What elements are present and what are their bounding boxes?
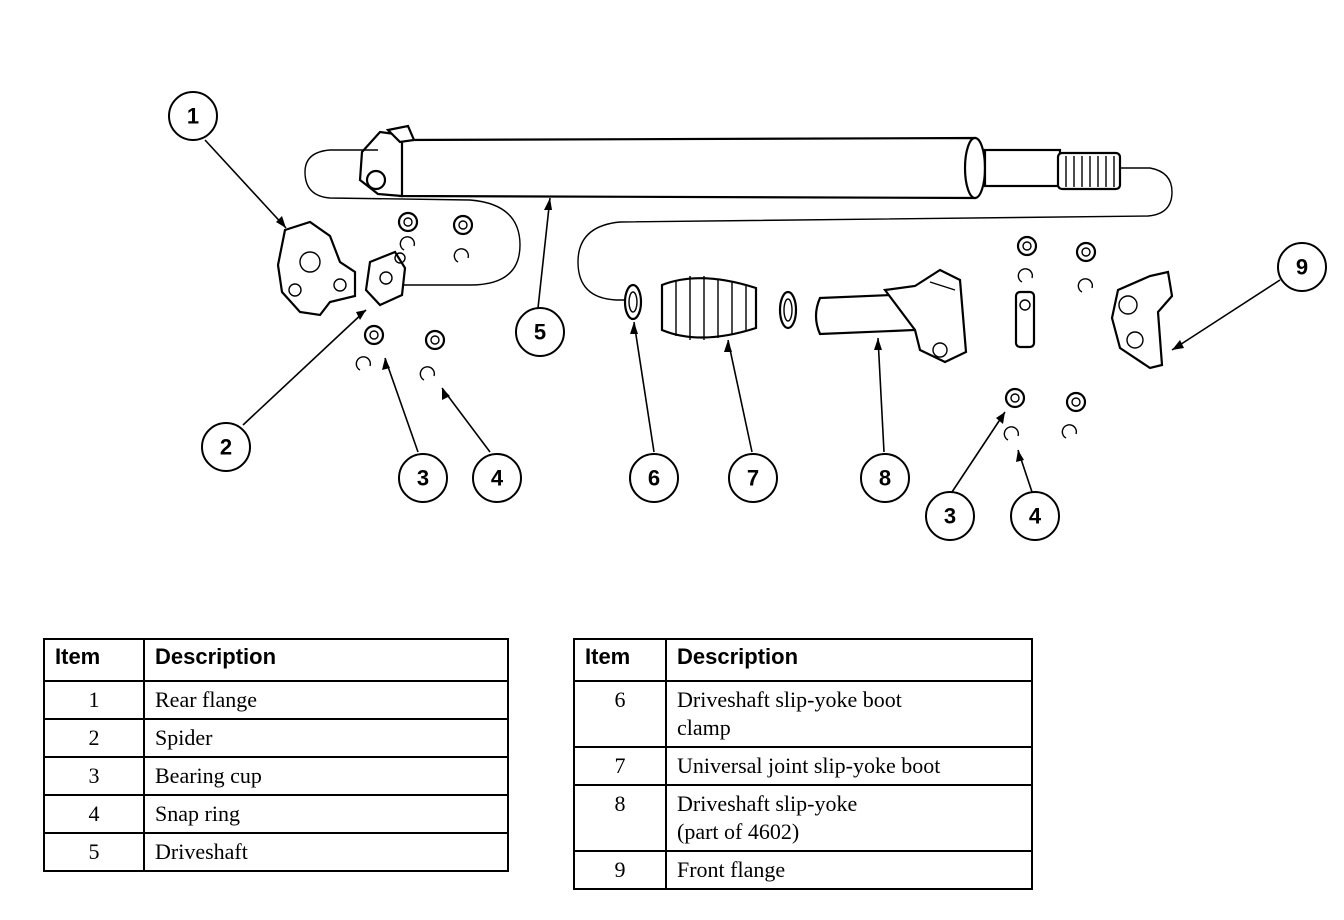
legend-item-number: 9	[573, 850, 667, 890]
legend-item-description: Snap ring	[143, 794, 509, 834]
legend-item-description: Rear flange	[143, 680, 509, 720]
legend-header-item: Item	[573, 638, 667, 682]
table-row: 9 Front flange	[573, 850, 1033, 890]
callout-3-front: 3	[925, 491, 975, 541]
table-row: 8 Driveshaft slip-yoke (part of 4602)	[573, 784, 1033, 852]
callout-7: 7	[728, 453, 778, 503]
callout-4-front-label: 4	[1029, 504, 1042, 529]
table-row: 6 Driveshaft slip-yoke boot clamp	[573, 680, 1033, 748]
spider-part	[364, 250, 407, 307]
legend-item-description: Driveshaft slip-yoke boot clamp	[665, 680, 1033, 748]
legend-item-description: Driveshaft	[143, 832, 509, 872]
callout-5: 5	[515, 307, 565, 357]
legend-table-left: Item Description 1 Rear flange 2 Spider …	[43, 638, 509, 872]
driveshaft-part	[358, 124, 1122, 200]
callout-3-rear: 3	[398, 453, 448, 503]
legend-item-number: 1	[43, 680, 145, 720]
table-row: 2 Spider	[43, 718, 509, 758]
table-row: 3 Bearing cup	[43, 756, 509, 796]
legend-item-number: 2	[43, 718, 145, 758]
legend-description-line-1: Universal joint slip-yoke boot	[677, 753, 941, 778]
legend-item-number: 7	[573, 746, 667, 786]
legend-item-description: Front flange	[665, 850, 1033, 890]
callout-3-rear-label: 3	[417, 466, 429, 491]
callout-1: 1	[168, 91, 218, 141]
legend-description-line-1: Driveshaft slip-yoke	[677, 791, 858, 816]
legend-item-description: Spider	[143, 718, 509, 758]
callout-8-label: 8	[879, 466, 891, 491]
callout-6-label: 6	[648, 466, 660, 491]
front-bearing-cups	[1004, 235, 1097, 413]
leader-lines	[204, 139, 1281, 493]
front-snap-rings	[1003, 268, 1094, 441]
callout-9-label: 9	[1296, 255, 1308, 280]
callout-3-front-label: 3	[944, 504, 956, 529]
callout-6: 6	[629, 453, 679, 503]
callout-2: 2	[201, 422, 251, 472]
rear-flange-part	[276, 220, 357, 317]
table-row: 5 Driveshaft	[43, 832, 509, 872]
legend-description-line-1: Front flange	[677, 857, 786, 882]
front-spider-part	[1014, 290, 1036, 349]
legend-header-item: Item	[43, 638, 145, 682]
rear-snap-rings	[355, 236, 470, 381]
callout-4-rear: 4	[472, 453, 522, 503]
legend-header-description: Description	[143, 638, 509, 682]
callout-2-label: 2	[220, 435, 232, 460]
legend-item-number: 3	[43, 756, 145, 796]
driveshaft-exploded-diagram: 1 2 3 4 5 6 7 8 3 4 9	[168, 91, 1327, 541]
callout-9: 9	[1277, 242, 1327, 292]
phantom-line-rear	[304, 149, 521, 286]
front-flange-part	[1110, 270, 1174, 370]
legend-header-description: Description	[665, 638, 1033, 682]
legend-header-row: Item Description	[573, 638, 1033, 682]
phantom-line-front	[577, 167, 1173, 301]
callout-4-front: 4	[1010, 491, 1060, 541]
callout-4-rear-label: 4	[491, 466, 504, 491]
legend-item-description: Driveshaft slip-yoke (part of 4602)	[665, 784, 1033, 852]
table-row: 4 Snap ring	[43, 794, 509, 834]
legend-table-right: Item Description 6 Driveshaft slip-yoke …	[573, 638, 1033, 890]
rear-bearing-cups	[363, 211, 474, 351]
legend-item-description: Universal joint slip-yoke boot	[665, 746, 1033, 786]
table-row: 7 Universal joint slip-yoke boot	[573, 746, 1033, 786]
legend-item-number: 5	[43, 832, 145, 872]
callout-7-label: 7	[747, 466, 759, 491]
legend-item-description: Bearing cup	[143, 756, 509, 796]
table-row: 1 Rear flange	[43, 680, 509, 720]
legend-description-line-2: clamp	[677, 715, 731, 740]
legend-description-line-1: Driveshaft slip-yoke boot	[677, 687, 902, 712]
legend-header-row: Item Description	[43, 638, 509, 682]
callout-1-label: 1	[187, 104, 199, 129]
legend-item-number: 4	[43, 794, 145, 834]
legend-item-number: 8	[573, 784, 667, 852]
slip-yoke-boot-part	[660, 276, 758, 340]
legend-item-number: 6	[573, 680, 667, 748]
boot-clamp-part	[623, 283, 798, 330]
callout-8: 8	[860, 453, 910, 503]
slip-yoke-part	[814, 268, 968, 364]
callout-5-label: 5	[534, 320, 546, 345]
legend-description-line-2: (part of 4602)	[677, 819, 800, 844]
